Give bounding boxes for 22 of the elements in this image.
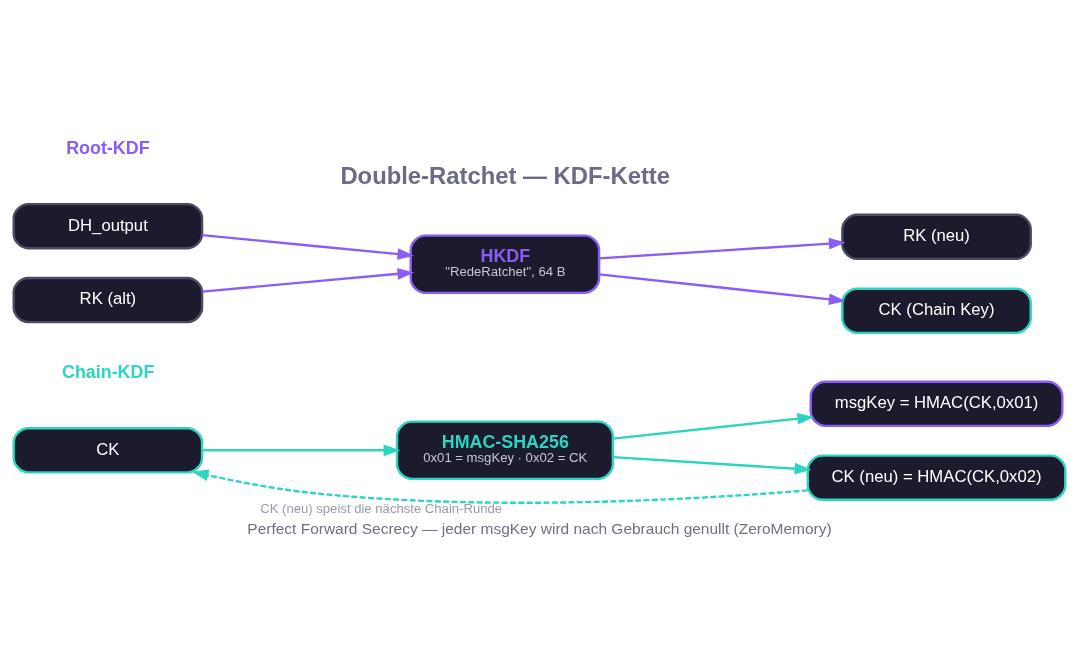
node-box: CK (neu) = HMAC(CK,0x02) [806, 453, 1067, 501]
diagram-title: Double-Ratchet — KDF-Kette [340, 161, 671, 189]
label: Chain-KDF [61, 361, 155, 382]
arrow [599, 272, 846, 305]
node-box: HKDF "RedeRatchet", 64 B [409, 234, 601, 294]
node-box: msgKey = HMAC(CK,0x01) [809, 380, 1064, 427]
edge-label: CK (neu) speist die nächste Chain-Runde [260, 500, 503, 516]
arrow [202, 443, 401, 456]
arrow [202, 233, 415, 260]
node-box: RK (neu) [841, 213, 1032, 260]
node-box: HMAC-SHA256 0x01 = msgKey · 0x02 = CK [395, 420, 615, 480]
arrow [613, 455, 812, 475]
arrow [613, 412, 815, 440]
arrow [599, 237, 846, 260]
caption: Perfect Forward Secrecy — jeder msgKey wird nach Gebrauch genullt (ZeroMemory) [247, 519, 832, 537]
node-box: DH_output [12, 202, 204, 249]
node-box: RK (alt) [12, 276, 204, 323]
arrow [191, 469, 808, 504]
arrow [202, 267, 415, 293]
label: Root-KDF [66, 137, 150, 158]
node-box: CK (Chain Key) [841, 287, 1032, 334]
node-box: CK [12, 426, 204, 474]
